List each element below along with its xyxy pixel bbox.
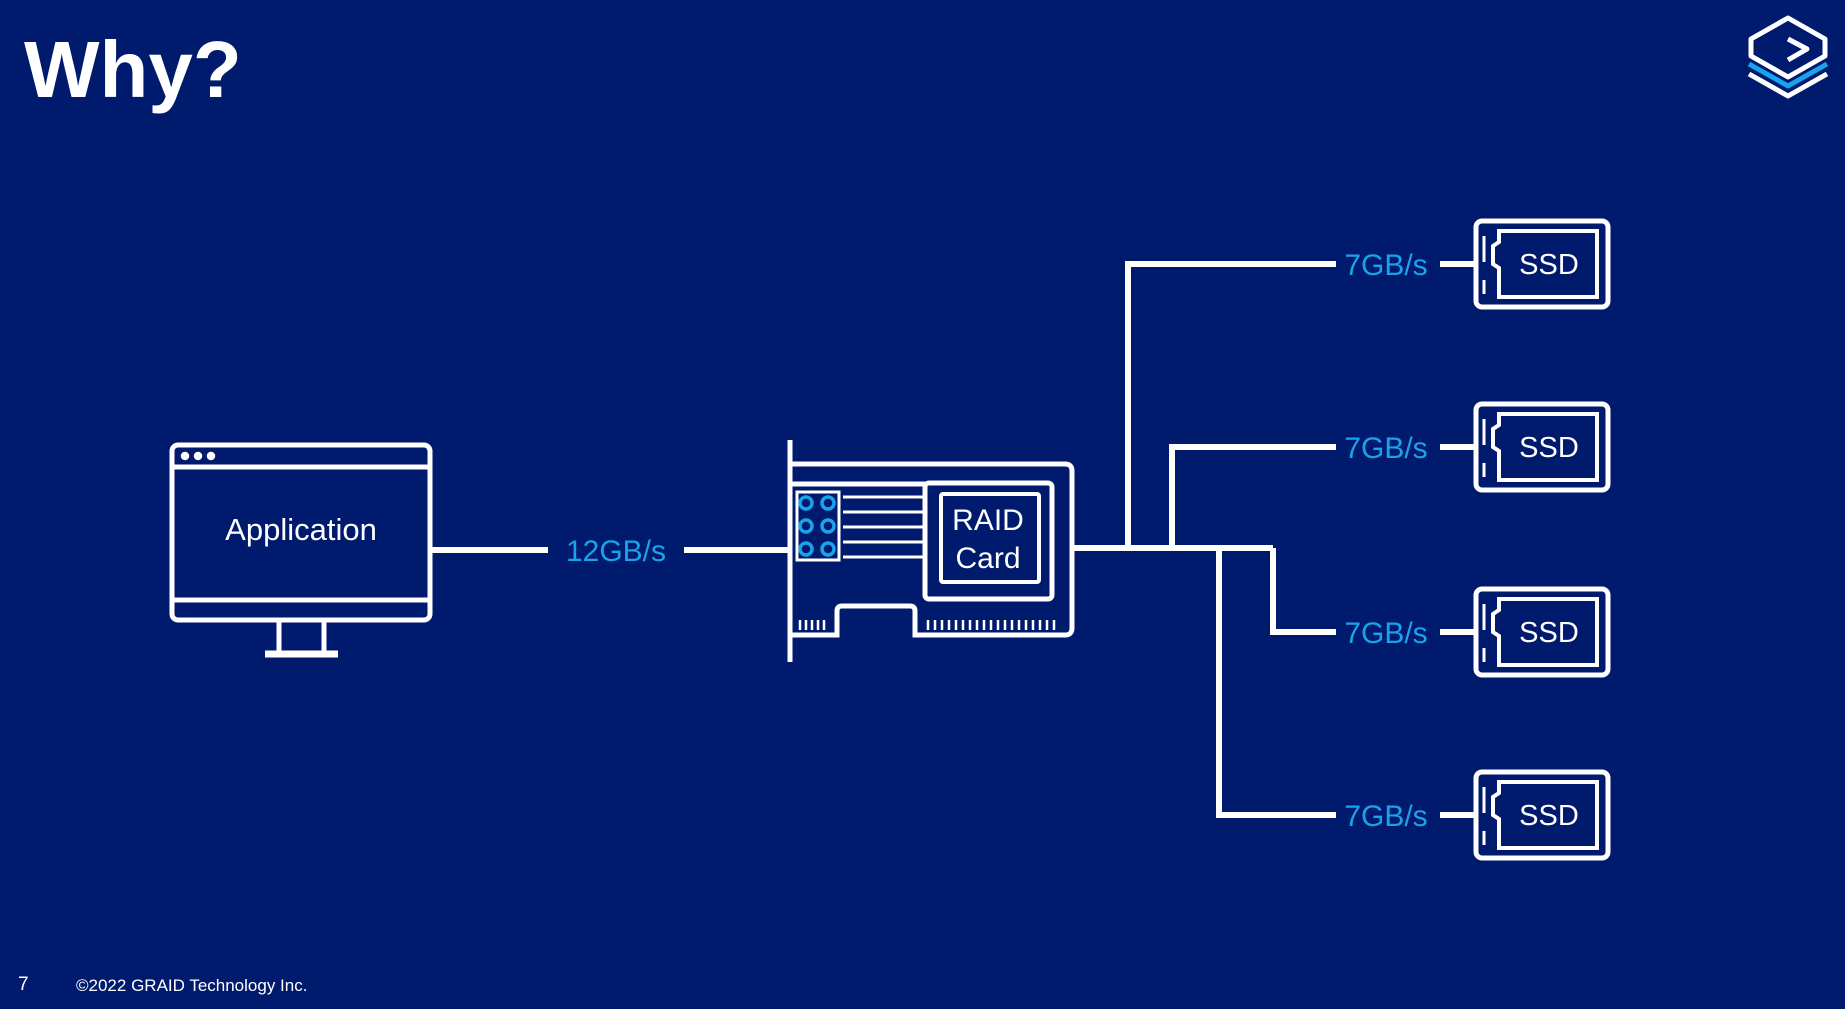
ssd-drive: 7GB/s SSD	[1344, 401, 1611, 493]
ssd-drive-icon	[1473, 769, 1611, 861]
ssd-drive: 7GB/s SSD	[1344, 769, 1611, 861]
graid-logo-icon	[1747, 15, 1829, 99]
ssd-drive-icon	[1473, 586, 1611, 678]
drive-speed: 7GB/s	[1344, 432, 1427, 465]
raid-card-label-line1: RAID	[952, 504, 1024, 537]
host-link: 12GB/s	[432, 535, 790, 568]
pcie-card-icon	[787, 440, 1075, 662]
ssd-drive: 7GB/s SSD	[1344, 218, 1611, 310]
monitor-icon	[169, 442, 433, 658]
drive-branch-lines	[1072, 261, 1336, 818]
raid-card-label-line2: Card	[955, 542, 1020, 575]
card-ports	[798, 495, 836, 557]
card-connector-pins	[798, 620, 1056, 630]
ssd-drive: 7GB/s SSD	[1344, 586, 1611, 678]
ssd-drive-icon	[1473, 218, 1611, 310]
copyright-footer: ©2022 GRAID Technology Inc.	[76, 976, 308, 995]
drive-label: SSD	[1519, 617, 1579, 649]
drive-speed: 7GB/s	[1344, 249, 1427, 282]
drive-label: SSD	[1519, 249, 1579, 281]
host-link-speed: 12GB/s	[566, 535, 666, 568]
raid-card: RAID Card	[787, 440, 1075, 662]
drive-label: SSD	[1519, 432, 1579, 464]
ssd-drive-icon	[1473, 401, 1611, 493]
drive-speed: 7GB/s	[1344, 617, 1427, 650]
drive-label: SSD	[1519, 800, 1579, 832]
slide-title: Why?	[24, 25, 242, 114]
application-monitor: Application	[169, 442, 433, 658]
drive-speed: 7GB/s	[1344, 800, 1427, 833]
application-label: Application	[225, 512, 377, 547]
page-number: 7	[18, 974, 29, 995]
